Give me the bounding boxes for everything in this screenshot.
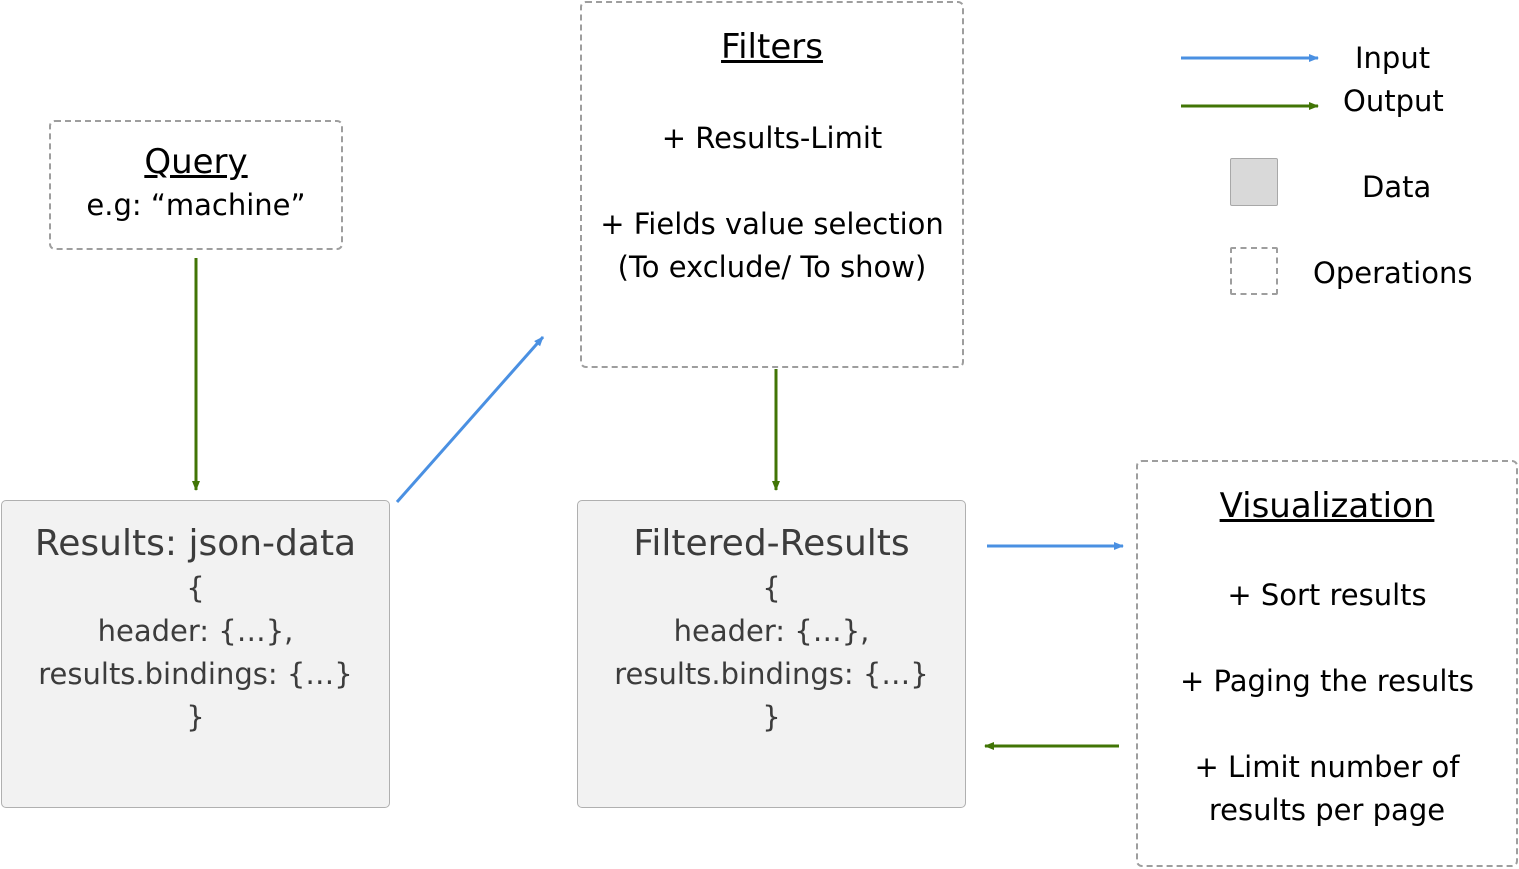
legend-data-label: Data — [1362, 170, 1432, 204]
legend-output-label: Output — [1343, 84, 1444, 118]
arrow-results-to-filters — [395, 336, 545, 503]
legend-operations-label: Operations — [1313, 256, 1473, 290]
filters-box: Filters + Results-Limit + Fields value s… — [580, 1, 964, 368]
visualization-box: Visualization + Sort results + Paging th… — [1136, 460, 1518, 867]
visualization-title: Visualization — [1219, 486, 1435, 526]
filters-title: Filters — [721, 27, 823, 67]
visualization-item-per-page: results per page — [1208, 793, 1446, 827]
query-box: Query e.g: “machine” — [49, 120, 343, 250]
results-line-header: header: {…}, — [97, 614, 294, 648]
query-title: Query — [144, 142, 248, 182]
legend-data-swatch — [1230, 158, 1278, 206]
query-example: e.g: “machine” — [86, 188, 306, 222]
filters-item-fields-selection: + Fields value selection — [600, 207, 944, 241]
filtered-results-box: Filtered-Results { header: {…}, results.… — [577, 500, 966, 808]
results-title: Results: json-data — [34, 523, 357, 564]
visualization-item-paging: + Paging the results — [1180, 664, 1474, 698]
legend-operations-swatch — [1230, 247, 1278, 295]
results-line-close: } — [186, 700, 205, 734]
filtered-results-line-bindings: results.bindings: {…} — [614, 657, 929, 691]
filters-item-results-limit: + Results-Limit — [661, 121, 883, 155]
results-line-bindings: results.bindings: {…} — [38, 657, 353, 691]
legend-input-label: Input — [1355, 41, 1431, 75]
visualization-item-limit: + Limit number of — [1194, 750, 1460, 784]
filters-item-exclude-show: (To exclude/ To show) — [617, 250, 927, 284]
results-line-open: { — [186, 571, 205, 605]
filtered-results-title: Filtered-Results — [633, 523, 910, 564]
filtered-results-line-open: { — [762, 571, 781, 605]
filtered-results-line-header: header: {…}, — [673, 614, 870, 648]
results-box: Results: json-data { header: {…}, result… — [1, 500, 390, 808]
filtered-results-line-close: } — [762, 700, 781, 734]
visualization-item-sort: + Sort results — [1227, 578, 1427, 612]
